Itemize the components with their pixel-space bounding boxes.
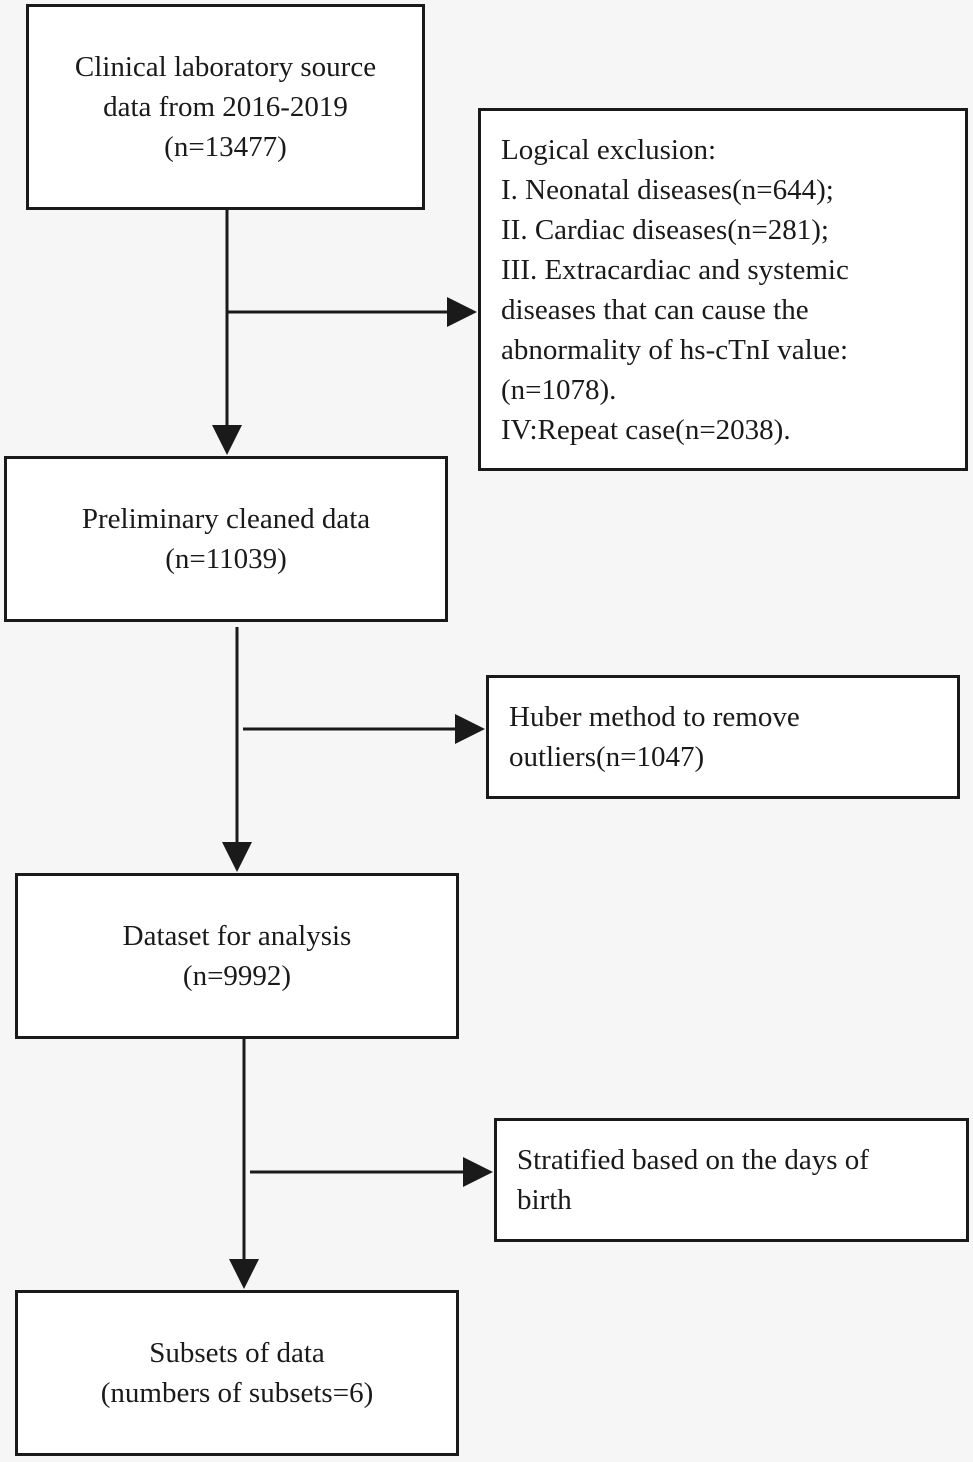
- node-cleaned-line-1: Preliminary cleaned data: [81, 503, 371, 535]
- node-source-line-2: data from 2016-2019: [103, 91, 348, 123]
- node-analysis-line-1: Dataset for analysis: [122, 920, 352, 952]
- node-analysis-line-2: (n=9992): [182, 960, 292, 992]
- node-stratified-line-1: Stratified based on the days of: [517, 1144, 869, 1176]
- node-source-line-3: (n=13477): [164, 131, 287, 163]
- node-stratified-line-2: birth: [517, 1184, 572, 1216]
- node-exclusion-line-5: diseases that can cause the: [501, 293, 809, 326]
- node-logical-exclusion: Logical exclusion: I. Neonatal diseases(…: [478, 108, 968, 471]
- node-source-data: Clinical laboratory source data from 201…: [26, 4, 425, 210]
- node-huber-line-1: Huber method to remove: [509, 701, 800, 733]
- node-exclusion-line-2: I. Neonatal diseases(n=644);: [501, 173, 834, 206]
- node-dataset-analysis: Dataset for analysis (n=9992): [15, 873, 459, 1039]
- node-exclusion-line-7: (n=1078).: [501, 373, 617, 406]
- node-cleaned-line-2: (n=11039): [165, 543, 287, 575]
- node-stratified: Stratified based on the days of birth: [494, 1118, 969, 1242]
- node-exclusion-line-1: Logical exclusion:: [501, 133, 717, 166]
- node-preliminary-cleaned: Preliminary cleaned data (n=11039): [4, 456, 448, 622]
- node-exclusion-line-8: IV:Repeat case(n=2038).: [501, 413, 791, 446]
- node-exclusion-line-4: III. Extracardiac and systemic: [501, 253, 849, 286]
- node-subsets-line-1: Subsets of data: [149, 1337, 325, 1369]
- node-subsets: Subsets of data (numbers of subsets=6): [15, 1290, 459, 1456]
- node-huber-outliers: Huber method to remove outliers(n=1047): [486, 675, 960, 799]
- node-exclusion-line-3: II. Cardiac diseases(n=281);: [501, 213, 829, 246]
- node-huber-line-2: outliers(n=1047): [509, 741, 705, 773]
- node-subsets-line-2: (numbers of subsets=6): [100, 1377, 374, 1409]
- node-exclusion-line-6: abnormality of hs-cTnI value:: [501, 333, 849, 366]
- node-source-line-1: Clinical laboratory source: [74, 51, 377, 83]
